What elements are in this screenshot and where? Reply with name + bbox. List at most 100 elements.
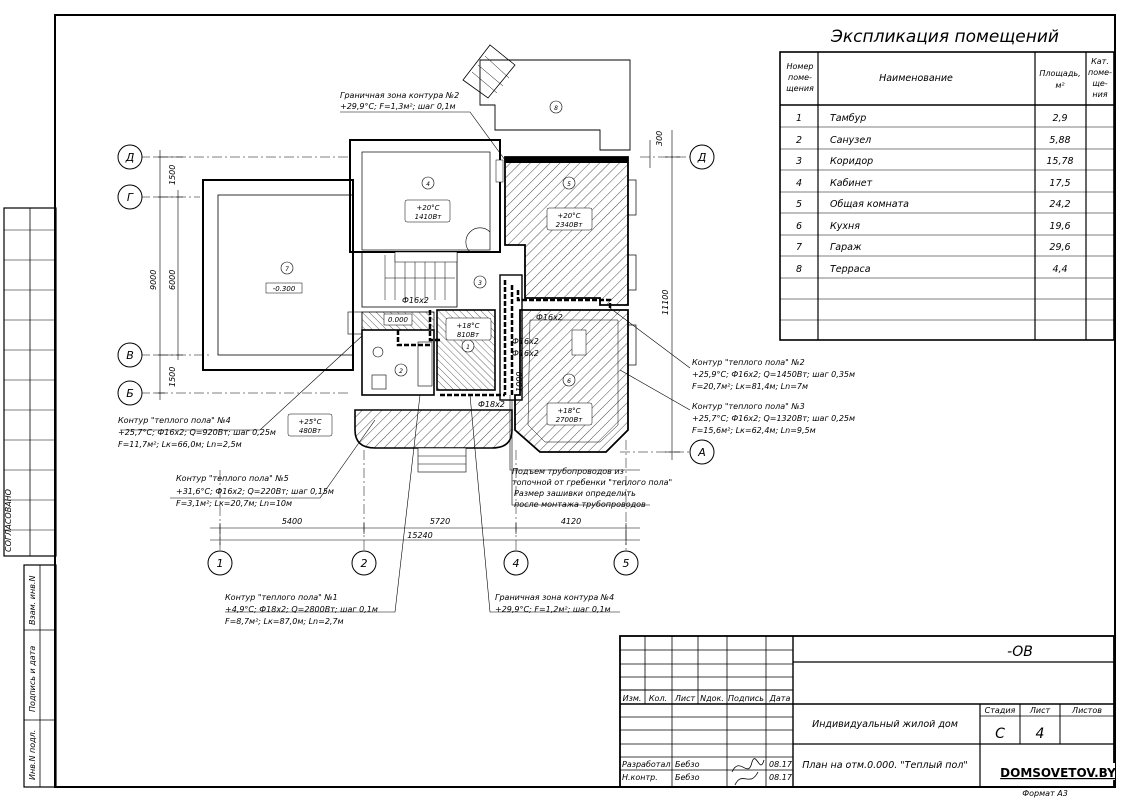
loop5-line1: +31,6°С; Ф16х2; Q=220Вт; шаг 0,15м: [176, 487, 334, 496]
axis-markers-bottom: 1 2 4 5: [207, 550, 639, 576]
dim-bottom: 5400: [282, 517, 302, 526]
loop3-line2: F=15,6м²; Lк=62,4м; Ln=9,5м: [692, 426, 816, 435]
title-block: Изм. Кол. Лист Nдок. Подпись Дата -ОВ Ин…: [619, 635, 1116, 798]
inv-original-label: Инв.N подл.: [28, 730, 37, 780]
axis-label: 2: [361, 557, 368, 570]
loop1-line1: +4,9°С; Ф18х2; Q=2800Вт; шаг 0,1м: [225, 605, 378, 614]
explication-row: 8 Терраса 4,4: [796, 264, 1068, 275]
developed-date: 08.17: [769, 760, 793, 769]
format-label: Формат А3: [1022, 789, 1068, 798]
row-number: 4: [796, 178, 802, 189]
room-garage: 7 -0.300: [202, 179, 354, 371]
porch: +25°C 480Вт: [287, 409, 513, 473]
room-power: 2340Вт: [556, 221, 584, 229]
room-temp: +20°C: [557, 212, 580, 220]
explication-row: 6 Кухня 19,6: [796, 221, 1071, 232]
axis-label: Г: [127, 191, 134, 204]
room-number: 4: [426, 181, 430, 188]
row-number: 3: [796, 156, 802, 167]
axis-label: Б: [126, 387, 134, 400]
axis-label: 5: [623, 557, 630, 570]
header-area-2: м²: [1055, 81, 1065, 90]
riser-line2: топочной от гребенки "теплого пола": [512, 478, 672, 487]
room-number: 5: [567, 181, 571, 188]
axis-markers-right: Д А: [689, 144, 715, 465]
loop2-line2: F=20,7м²; Lк=81,4м; Ln=7м: [692, 382, 808, 391]
axis-label: 4: [513, 557, 520, 570]
border4-line: +29,9°С; F=1,2м²; шаг 0,1м: [495, 605, 611, 614]
riser-line3: Размер зашивки определить: [514, 489, 636, 498]
row-area: 19,6: [1049, 221, 1070, 232]
header-number-3: щения: [786, 84, 814, 93]
row-number: 8: [796, 264, 802, 275]
developed-label: Разработал: [622, 760, 670, 769]
row-area: 29,6: [1049, 242, 1070, 253]
col-header: Подпись: [728, 694, 764, 703]
room-number: 2: [399, 368, 403, 375]
room-number: 3: [478, 280, 482, 287]
loop5-line2: F=3,1м²; Lк=20,7м; Ln=10м: [176, 499, 292, 508]
pipe-size: Ф18х2: [478, 400, 505, 409]
row-area: 2,9: [1052, 113, 1067, 124]
dim-left: 9000: [149, 270, 158, 290]
explication-row: 1 Тамбур 2,9: [796, 113, 1068, 124]
room-vestibule: 1 +18°C 810Вт: [436, 309, 496, 391]
signature-date-label: Подпись и дата: [28, 646, 37, 712]
row-name: Общая комната: [830, 199, 909, 210]
loop1-title: Контур "теплого пола" №1: [225, 593, 338, 602]
row-area: 5,88: [1049, 135, 1070, 146]
dim-bottom: 15240: [407, 531, 432, 540]
border2-line: +29,9°С; F=1,3м²; шаг 0,1м: [340, 102, 456, 111]
stage-label: Стадия: [985, 706, 1016, 715]
pipe-runs: [396, 280, 612, 397]
room-level: -0.300: [273, 285, 296, 293]
row-name: Гараж: [830, 242, 862, 253]
header-cat-3: ще-: [1092, 79, 1107, 88]
room-power: 810Вт: [457, 331, 480, 339]
developed-name: Бебзо: [675, 760, 700, 769]
loop4-line1: +25,7°С; Ф16х2; Q=920Вт; шаг 0,25м: [118, 428, 276, 437]
explication-title: Экспликация помещений: [830, 27, 1059, 47]
header-number-1: Номер: [787, 62, 814, 71]
row-number: 1: [796, 113, 802, 124]
room-number: 6: [567, 378, 571, 385]
room-number: 8: [554, 105, 558, 112]
col-header: Nдок.: [700, 694, 724, 703]
loop1-line2: F=8,7м²; Lк=87,0м; Ln=2,7м: [225, 617, 344, 626]
row-number: 2: [796, 135, 802, 146]
explication-table: Экспликация помещений Номер поме- щения …: [779, 27, 1115, 341]
room-temp: +18°C: [557, 407, 580, 415]
dim-right: 300: [655, 131, 664, 146]
sheets-label: Листов: [1071, 706, 1102, 715]
explication-row: 4 Кабинет 17,5: [796, 178, 1071, 189]
room-corridor: 3: [361, 251, 487, 308]
header-area-1: Площадь,: [1039, 69, 1080, 78]
col-header: Кол.: [649, 694, 667, 703]
col-header: Дата: [769, 694, 791, 703]
leader-lines: [120, 111, 691, 613]
dim-left: 1500: [168, 367, 177, 387]
dim-bottom: 4120: [561, 517, 581, 526]
row-name: Терраса: [830, 264, 871, 275]
row-name: Кухня: [830, 221, 860, 232]
pipe-size: Ф16х2: [512, 349, 539, 358]
control-label: Н.контр.: [622, 773, 658, 782]
stage-value: С: [995, 726, 1005, 742]
riser-line1: Подъем трубопроводов из: [512, 467, 624, 476]
row-area: 17,5: [1049, 178, 1070, 189]
dim-left: 1500: [168, 165, 177, 185]
room-power: 1410Вт: [415, 213, 443, 221]
room-power: 480Вт: [299, 427, 322, 435]
row-name: Тамбур: [830, 113, 866, 124]
pipe-size: Ф16х2: [512, 337, 539, 346]
row-area: 15,78: [1046, 156, 1073, 167]
row-number: 7: [796, 242, 802, 253]
riser-line4: после монтажа трубопроводов: [514, 500, 646, 509]
sheet-label: Лист: [1029, 706, 1051, 715]
pipe-size: Ф16х2: [536, 313, 563, 322]
axis-markers-left: Д Г В Б: [117, 144, 143, 406]
document-code: -ОВ: [1007, 644, 1033, 660]
loop2-title: Контур "теплого пола" №2: [692, 358, 805, 367]
brand-watermark: DOMSOVETOV.BY: [1000, 766, 1116, 780]
header-cat-1: Кат.: [1091, 57, 1109, 66]
